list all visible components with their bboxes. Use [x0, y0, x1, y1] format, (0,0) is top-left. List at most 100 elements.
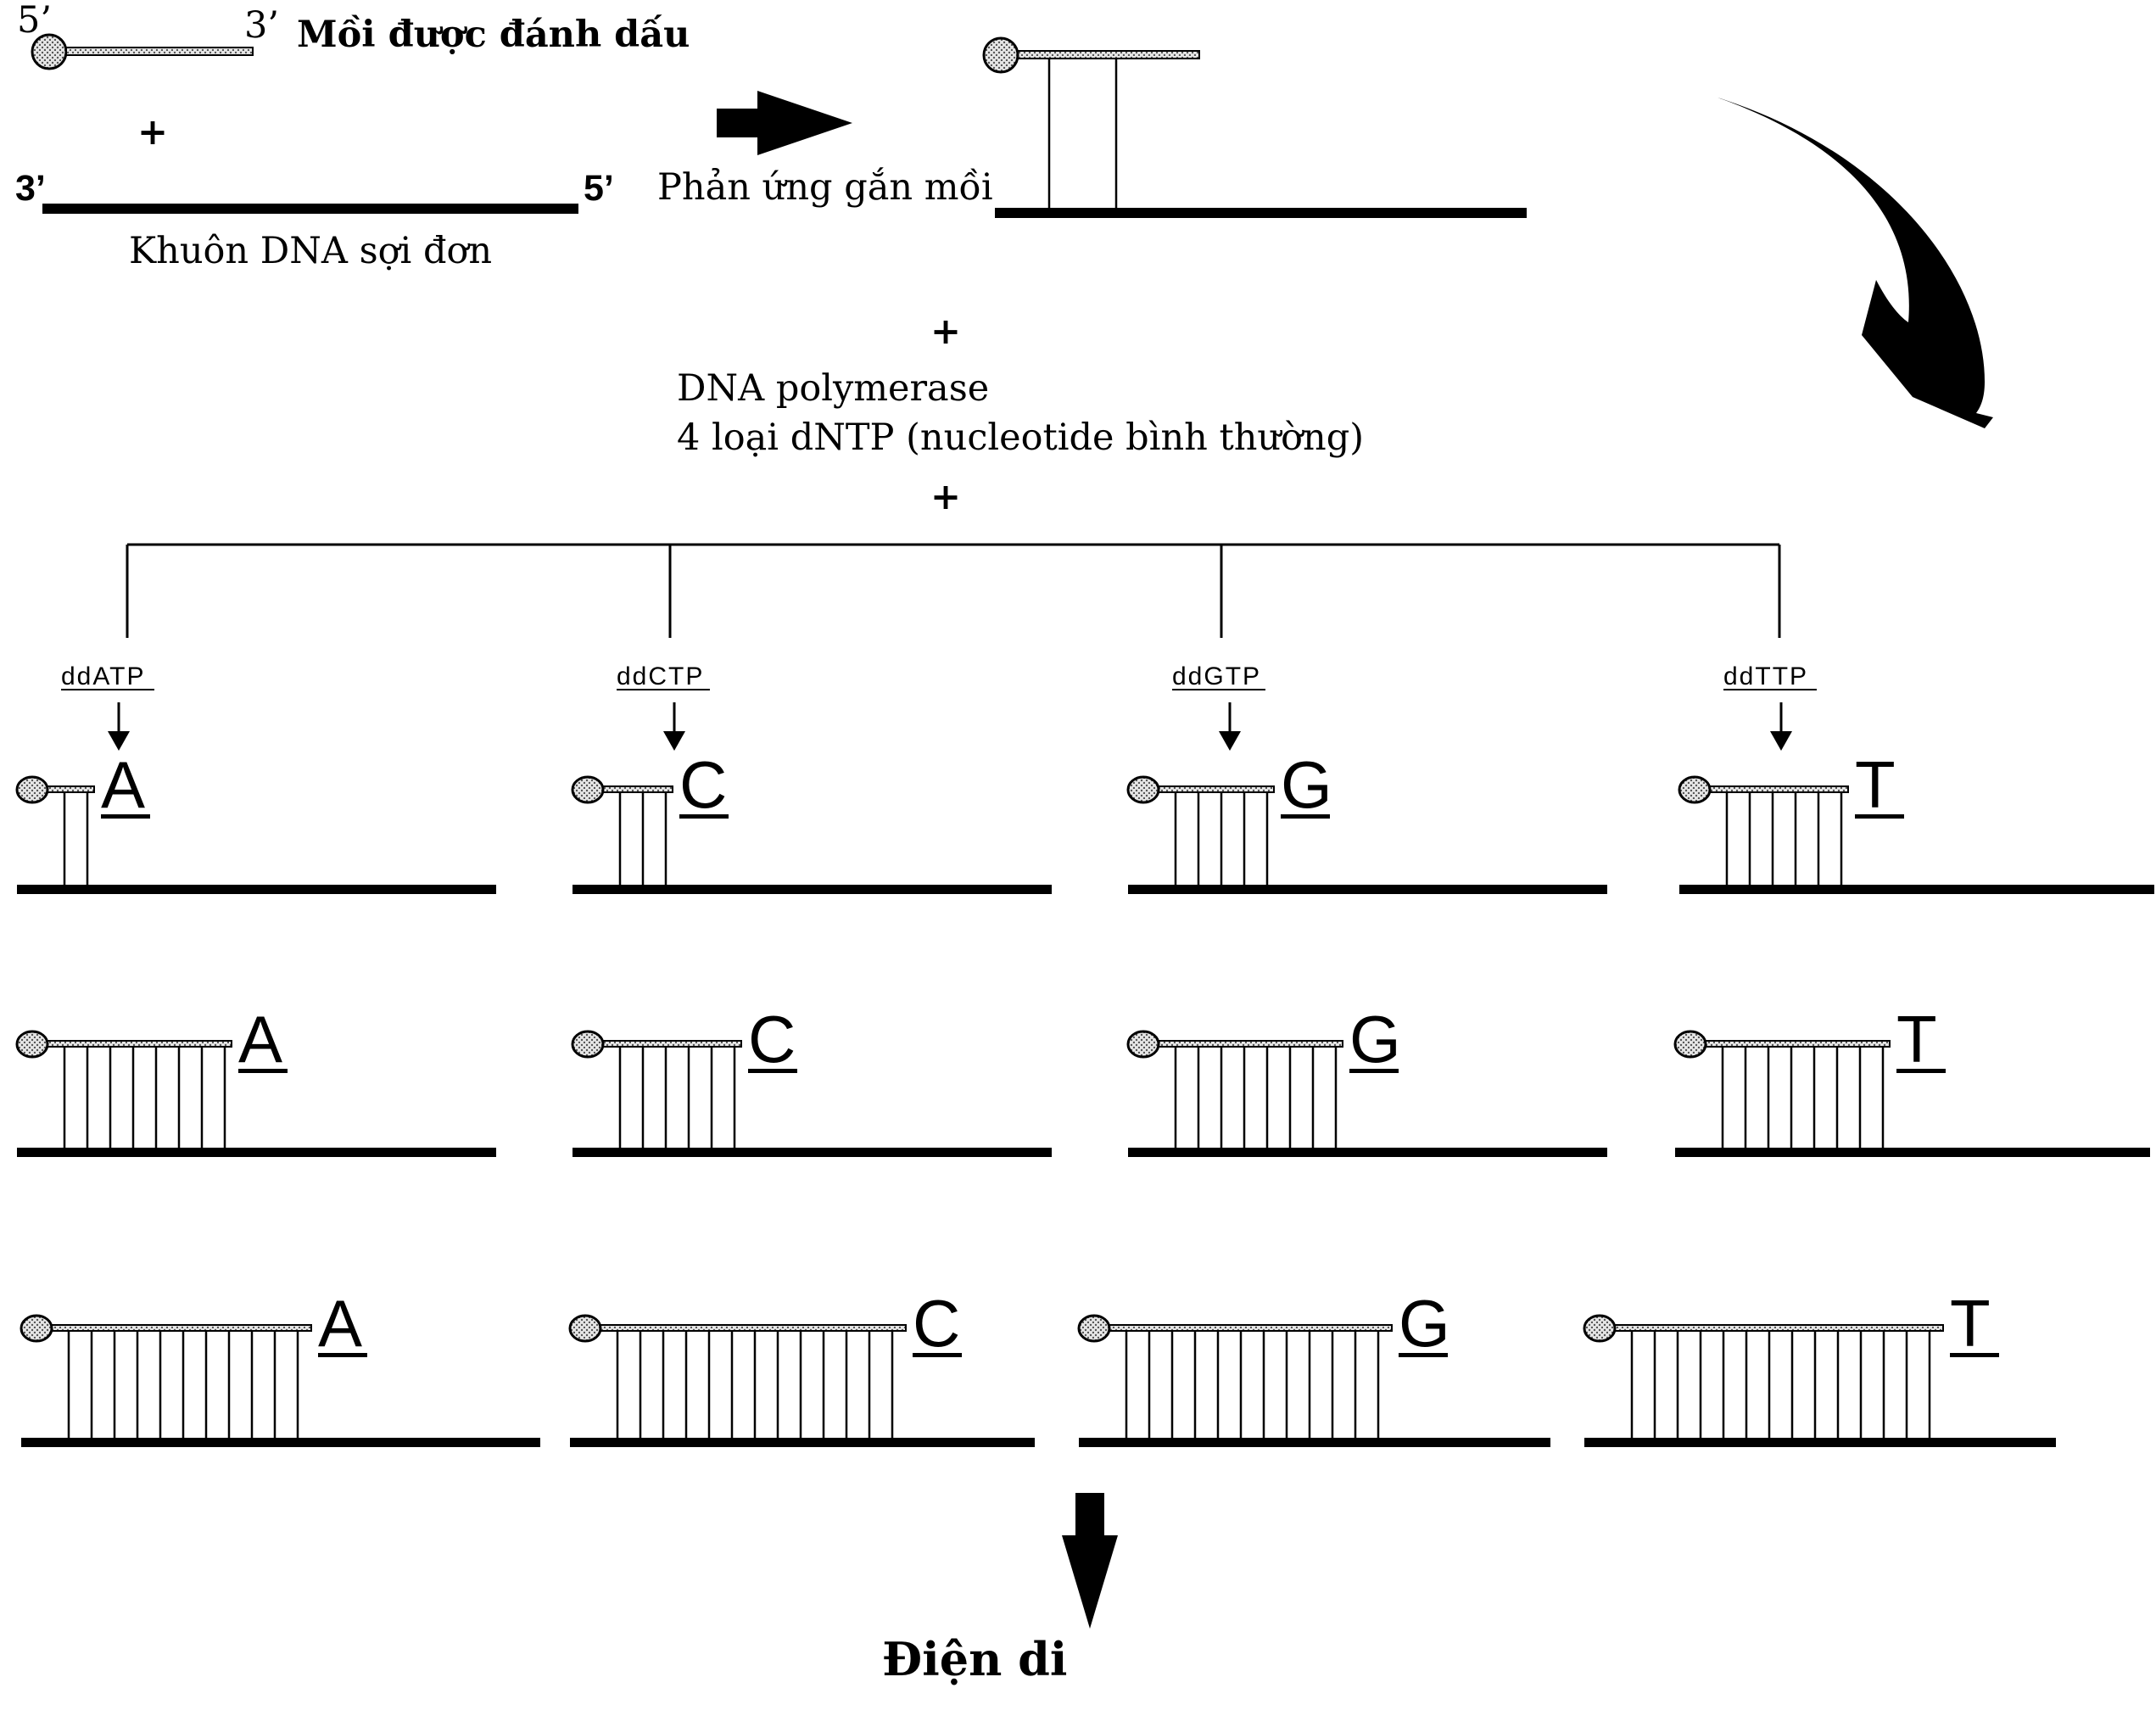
fragment-C-1: C	[571, 747, 1052, 894]
primer-strand	[49, 1324, 312, 1332]
electrophoresis-label: Điện di	[882, 1632, 1067, 1686]
fragment-A-1: A	[15, 747, 496, 894]
primer-bead-icon	[1126, 1030, 1160, 1059]
terminator-base-C: C	[913, 1286, 960, 1361]
down-arrow-icon	[1062, 1493, 1118, 1629]
primer-strand	[1707, 785, 1849, 793]
terminator-base-C: C	[679, 747, 727, 822]
plus-sign-3: +	[930, 476, 961, 518]
dd-label-T: ddTTP	[1723, 662, 1808, 690]
reagent-dntp: 4 loại dNTP (nucleotide bình thường)	[677, 416, 1364, 459]
reaction-column-G: ddGTP G G G	[1077, 662, 1607, 1447]
reagent-polymerase: DNA polymerase	[677, 367, 989, 410]
reaction-column-C: ddCTP C C C	[568, 662, 1052, 1447]
fragment-C-2: C	[571, 1002, 1052, 1157]
terminator-base-T: T	[1855, 747, 1896, 822]
template-strand	[1679, 885, 2154, 894]
primer-strand	[1107, 1324, 1393, 1332]
dd-arrow-icon	[1770, 702, 1792, 751]
template-3-end-label: 3’	[15, 168, 46, 209]
fragment-T-1: T	[1678, 747, 2154, 894]
annealed-complex	[982, 36, 1527, 218]
template-5-end-label: 5’	[584, 168, 614, 209]
terminator-underline	[913, 1353, 962, 1357]
primer-bead-icon	[15, 775, 49, 804]
template-strand	[1079, 1438, 1550, 1447]
dd-label-A: ddATP	[61, 662, 146, 690]
labelled-primer: 5’ 3’ Mồi được đánh dấu	[17, 0, 690, 70]
annealed-template-strand	[995, 208, 1527, 218]
terminator-base-A: A	[101, 747, 145, 822]
template-strand	[1675, 1148, 2150, 1157]
terminator-base-C: C	[748, 1002, 796, 1076]
template-strand	[42, 204, 578, 214]
terminator-underline	[101, 814, 150, 819]
primer-strand	[1156, 1040, 1343, 1048]
primer-bead-icon	[20, 1314, 53, 1343]
primer-strand	[65, 47, 254, 56]
dd-arrow-icon	[1219, 702, 1241, 751]
terminator-underline	[1896, 1069, 1946, 1073]
fragment-G-1: G	[1126, 747, 1607, 894]
primer-strand	[598, 1324, 907, 1332]
reaction-branch-bracket	[126, 543, 1781, 638]
primer-bead-icon	[568, 1314, 602, 1343]
fragment-A-3: A	[20, 1286, 540, 1447]
primer-strand	[45, 785, 95, 793]
terminator-underline	[1950, 1353, 1999, 1357]
plus-sign-2: +	[930, 310, 961, 353]
annealing-arrow-icon	[717, 91, 852, 155]
dd-arrow-icon	[108, 702, 130, 751]
template-strand	[573, 885, 1052, 894]
template-strand	[21, 1438, 540, 1447]
annealing-label: Phản ứng gắn mồi	[657, 166, 993, 209]
primer-strand	[600, 1040, 742, 1048]
fragment-T-3: T	[1583, 1286, 2056, 1447]
reaction-column-T: ddTTP T T T	[1583, 662, 2154, 1447]
terminator-base-G: G	[1281, 747, 1332, 822]
template-strand	[1584, 1438, 2056, 1447]
annealed-primer-bead-icon	[982, 36, 1019, 74]
template-strand	[17, 885, 496, 894]
dd-label-C: ddCTP	[617, 662, 704, 690]
fragment-T-2: T	[1673, 1002, 2150, 1157]
single-strand-template: 3’ 5’ Khuôn DNA sợi đơn	[15, 168, 614, 272]
primer-strand	[1703, 1040, 1891, 1048]
primer-bead-icon	[1673, 1030, 1707, 1059]
terminator-underline	[748, 1069, 797, 1073]
terminator-underline	[1855, 814, 1904, 819]
template-strand	[570, 1438, 1035, 1447]
primer-strand	[600, 785, 673, 793]
terminator-underline	[1281, 814, 1330, 819]
fragment-G-2: G	[1126, 1002, 1607, 1157]
template-strand	[1128, 885, 1607, 894]
terminator-base-A: A	[318, 1286, 362, 1361]
template-strand	[573, 1148, 1052, 1157]
template-strand	[17, 1148, 496, 1157]
terminator-base-G: G	[1399, 1286, 1450, 1361]
primer-bead-icon	[1678, 775, 1712, 804]
terminator-underline	[238, 1069, 288, 1073]
dd-arrow-icon	[663, 702, 685, 751]
primer-bead-icon	[1077, 1314, 1111, 1343]
terminator-base-G: G	[1349, 1002, 1401, 1076]
dd-label-G: ddGTP	[1172, 662, 1261, 690]
primer-label: Mồi được đánh dấu	[297, 14, 690, 56]
terminator-underline	[1349, 1069, 1399, 1073]
fragment-C-3: C	[568, 1286, 1035, 1447]
terminator-base-T: T	[1950, 1286, 1991, 1361]
terminator-underline	[679, 814, 729, 819]
primer-strand	[1156, 785, 1275, 793]
primer-3-end-label: 3’	[244, 4, 279, 47]
fragment-G-3: G	[1077, 1286, 1550, 1447]
primer-strand	[45, 1040, 232, 1048]
primer-5-end-label: 5’	[17, 0, 52, 42]
terminator-base-A: A	[238, 1002, 282, 1076]
terminator-underline	[1399, 1353, 1448, 1357]
primer-bead-icon	[1583, 1314, 1617, 1343]
primer-bead-icon	[571, 1030, 605, 1059]
template-strand	[1128, 1148, 1607, 1157]
primer-bead-icon	[571, 775, 605, 804]
